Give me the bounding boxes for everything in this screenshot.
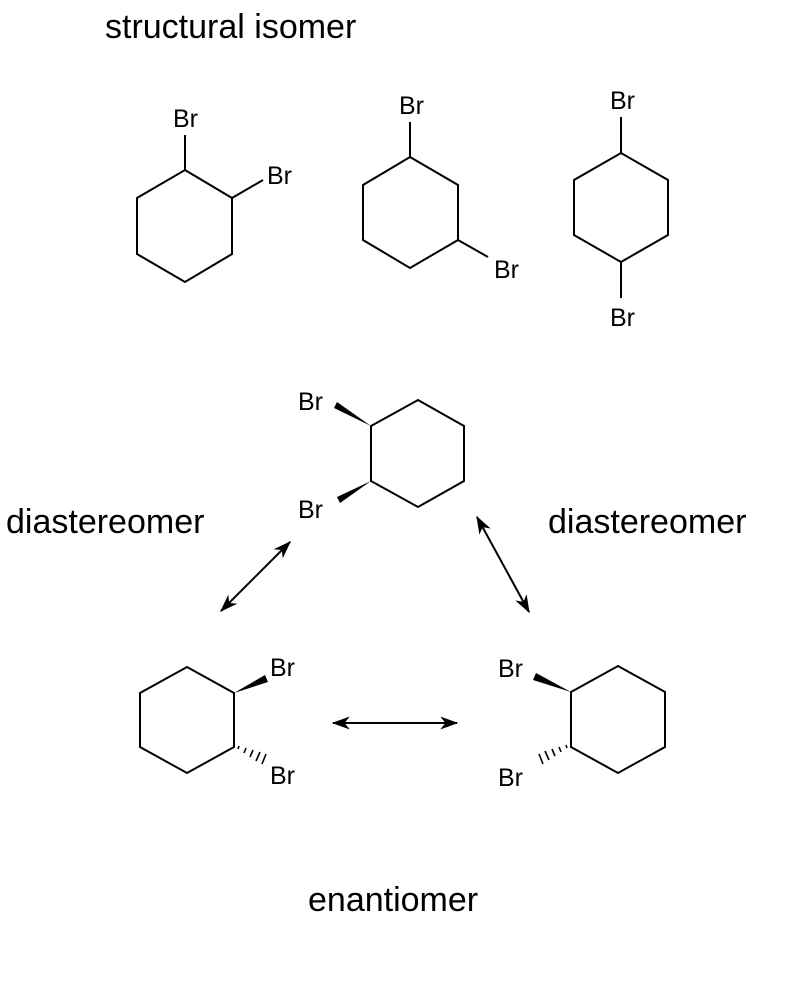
atom-br: Br: [610, 87, 635, 115]
molecule-trans-1-2-dibromocyclohexane-enantiomer: Br Br: [498, 655, 666, 792]
atom-br: Br: [298, 496, 323, 524]
cyclohexane-ring: [362, 155, 459, 270]
title-structural-isomer: structural isomer: [105, 8, 356, 46]
atom-br: Br: [494, 256, 519, 284]
molecule-1-2-dibromocyclohexane: Br Br: [136, 105, 292, 284]
cyclohexane-ring: [136, 168, 233, 284]
atom-br: Br: [267, 162, 292, 190]
molecule-1-4-dibromocyclohexane: Br Br: [573, 87, 669, 332]
cyclohexane-ring: [573, 151, 669, 264]
hash-bond: [237, 745, 267, 765]
bond-c3-br: [457, 239, 489, 258]
label-enantiomer: enantiomer: [308, 881, 478, 919]
bond-c2-br: [231, 179, 264, 199]
cyclohexane-ring: [370, 398, 465, 509]
double-arrow-diastereomer-right: [476, 515, 530, 614]
atom-br: Br: [399, 92, 424, 120]
atom-br: Br: [498, 655, 523, 683]
label-diastereomer-right: diastereomer: [548, 503, 746, 541]
molecule-1-3-dibromocyclohexane: Br Br: [362, 92, 519, 284]
wedge-bond: [334, 402, 371, 426]
atom-br: Br: [298, 388, 323, 416]
cyclohexane-ring: [570, 664, 666, 775]
atom-br: Br: [270, 762, 295, 790]
atom-br: Br: [270, 654, 295, 682]
wedge-bond: [533, 673, 571, 692]
molecule-trans-1-2-dibromocyclohexane: Br Br: [139, 654, 295, 790]
wedge-bond: [234, 675, 268, 693]
wedge-bond: [337, 481, 371, 503]
cyclohexane-ring: [139, 665, 235, 775]
double-arrow-diastereomer-left: [220, 541, 291, 612]
atom-br: Br: [498, 764, 523, 792]
hash-bond: [538, 744, 568, 765]
atom-br: Br: [610, 304, 635, 332]
atom-br: Br: [173, 105, 198, 133]
molecule-cis-1-2-dibromocyclohexane: Br Br: [298, 388, 465, 524]
label-diastereomer-left: diastereomer: [6, 503, 204, 541]
